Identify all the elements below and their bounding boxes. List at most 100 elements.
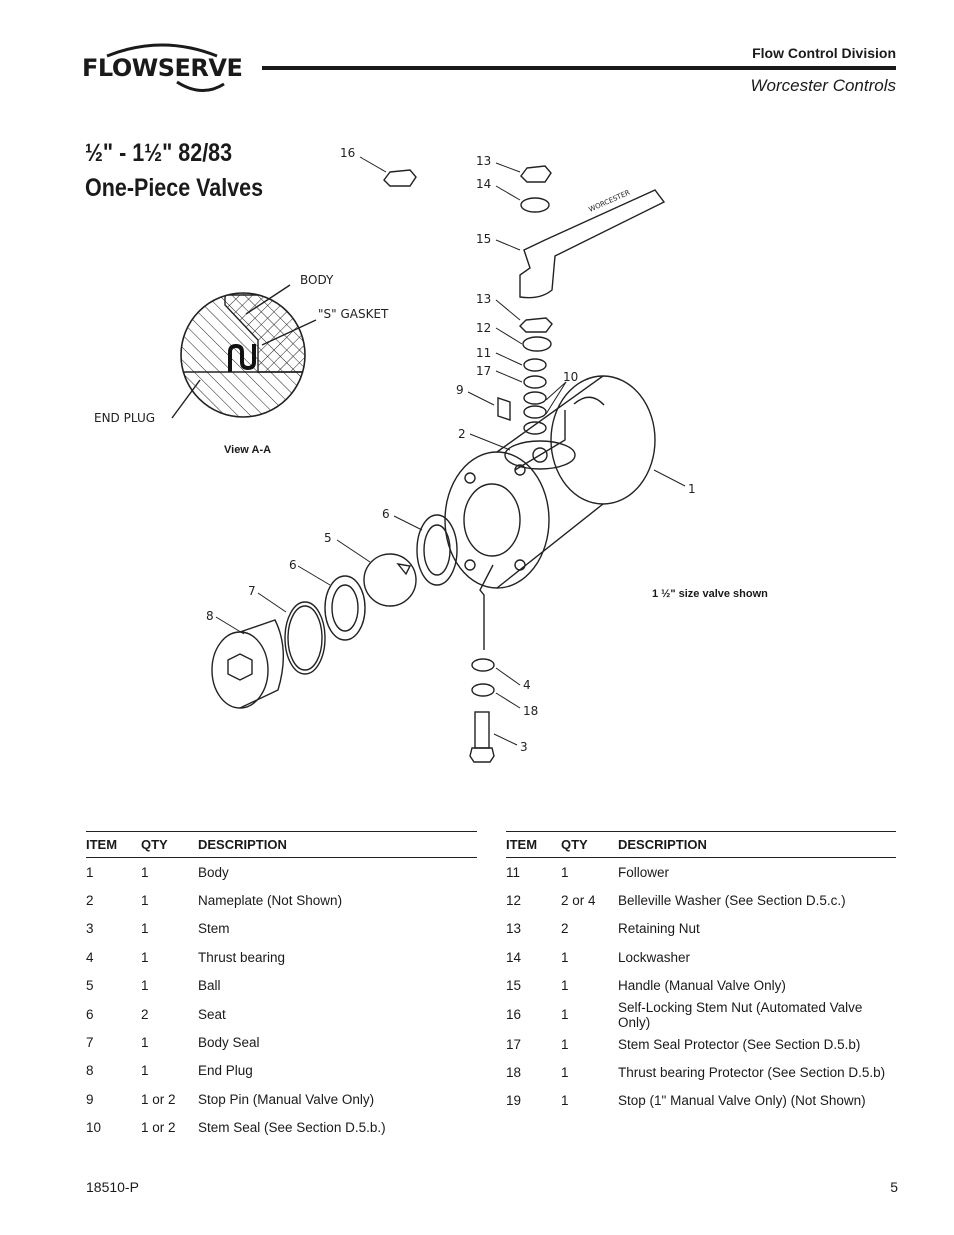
table-row: 6 2 Seat <box>86 1000 477 1028</box>
cell-qty: 1 <box>141 893 149 909</box>
title-line-1: ½" - 1½" 82/83 <box>85 139 233 167</box>
seat-6-right <box>416 514 458 586</box>
header-description: DESCRIPTION <box>198 831 477 858</box>
stem-arrow <box>479 564 494 650</box>
cell-qty: 1 <box>141 1035 149 1051</box>
cell-description: Stem Seal Protector (See Section D.5.b) <box>618 1036 861 1052</box>
cell-item: 6 <box>86 1006 94 1022</box>
brand-name: FLOWSERVE <box>82 54 243 82</box>
cell-item: 9 <box>86 1091 94 1107</box>
callout-4: 4 <box>523 678 531 692</box>
cell-description: Stem <box>198 921 230 937</box>
cell-qty: 1 <box>561 949 569 965</box>
cell-item: 11 <box>506 864 521 880</box>
stem-nut-16 <box>383 169 417 187</box>
lockwasher-14 <box>520 197 550 213</box>
cell-description: Handle (Manual Valve Only) <box>618 978 786 994</box>
header-description: DESCRIPTION <box>618 831 896 858</box>
callout-9: 9 <box>456 383 464 397</box>
callout-7: 7 <box>248 584 256 598</box>
callout-15: 15 <box>476 232 491 246</box>
cell-qty: 1 <box>561 1065 569 1081</box>
cell-description: Seat <box>198 1006 226 1022</box>
cell-description: Body <box>198 864 229 880</box>
table-row: 8 1 End Plug <box>86 1057 477 1085</box>
header-rule <box>262 66 896 70</box>
header-qty: QTY <box>141 831 198 858</box>
page-number: 5 <box>890 1179 898 1195</box>
callout-14: 14 <box>476 177 491 191</box>
cell-qty: 2 <box>561 921 569 937</box>
cell-qty: 1 <box>141 949 149 965</box>
detail-view-a-a: BODY "S" GASKET END PLUG <box>94 273 389 425</box>
cell-qty: 1 or 2 <box>141 1091 176 1107</box>
callout-10: 10 <box>563 370 578 384</box>
table-row: 14 1 Lockwasher <box>506 943 896 971</box>
cell-item: 13 <box>506 921 522 937</box>
header-qty: QTY <box>561 831 618 858</box>
cell-description: Stop (1" Manual Valve Only) (Not Shown) <box>618 1093 866 1109</box>
callout-18: 18 <box>523 704 538 718</box>
retaining-nut-13-top <box>520 165 552 183</box>
callout-6-upper: 6 <box>382 507 390 521</box>
cell-qty: 1 <box>141 978 149 994</box>
callout-17: 17 <box>476 364 491 378</box>
cell-item: 7 <box>86 1035 94 1051</box>
valve-body <box>444 375 656 589</box>
cell-description: Retaining Nut <box>618 921 700 937</box>
callout-5: 5 <box>324 531 332 545</box>
size-caption: 1 ½" size valve shown <box>652 588 768 600</box>
callout-16: 16 <box>340 146 355 160</box>
cell-item: 5 <box>86 978 94 994</box>
table-header-row: ITEM QTY DESCRIPTION <box>506 831 896 858</box>
document-number: 18510-P <box>86 1179 139 1195</box>
title-line-2: One-Piece Valves <box>85 174 264 202</box>
cell-qty: 1 <box>141 1063 149 1079</box>
cell-item: 16 <box>506 1007 522 1023</box>
flowserve-logo: FLOWSERVE <box>82 40 243 98</box>
cell-item: 4 <box>86 949 94 965</box>
cell-description: Lockwasher <box>618 949 691 965</box>
division-name: Flow Control Division <box>752 45 896 61</box>
cell-qty: 2 or 4 <box>561 893 596 909</box>
callout-11: 11 <box>476 346 491 360</box>
callout-1: 1 <box>688 482 696 496</box>
end-plug-8 <box>211 619 285 709</box>
callout-8: 8 <box>206 609 214 623</box>
callout-13-top: 13 <box>476 154 491 168</box>
cell-description: Self-Locking Stem Nut (Automated Valve O… <box>618 999 863 1030</box>
cell-description: End Plug <box>198 1063 253 1079</box>
ball-5 <box>363 553 417 607</box>
callout-12: 12 <box>476 321 491 335</box>
cell-description: Thrust bearing Protector (See Section D.… <box>618 1065 886 1081</box>
stem-stack <box>497 317 553 435</box>
cell-qty: 2 <box>141 1006 149 1022</box>
cell-qty: 1 <box>561 1036 569 1052</box>
seat-6-left <box>324 575 366 641</box>
cell-item: 8 <box>86 1063 94 1079</box>
cell-item: 14 <box>506 949 522 965</box>
cell-qty: 1 <box>561 1007 569 1023</box>
table-row: 13 2 Retaining Nut <box>506 915 896 943</box>
cell-item: 18 <box>506 1065 522 1081</box>
table-row: 16 1 Self-Locking Stem Nut (Automated Valv… <box>506 1000 896 1030</box>
cell-description: Follower <box>618 864 670 880</box>
cell-qty: 1 <box>141 921 149 937</box>
table-row: 18 1 Thrust bearing Protector (See Section… <box>506 1058 896 1086</box>
cell-item: 12 <box>506 893 522 909</box>
logo-swoosh-icon <box>106 43 225 92</box>
cell-qty: 1 <box>561 1093 569 1109</box>
table-header-row: ITEM QTY DESCRIPTION <box>86 831 477 858</box>
label-s-gasket: "S" GASKET <box>318 307 389 321</box>
